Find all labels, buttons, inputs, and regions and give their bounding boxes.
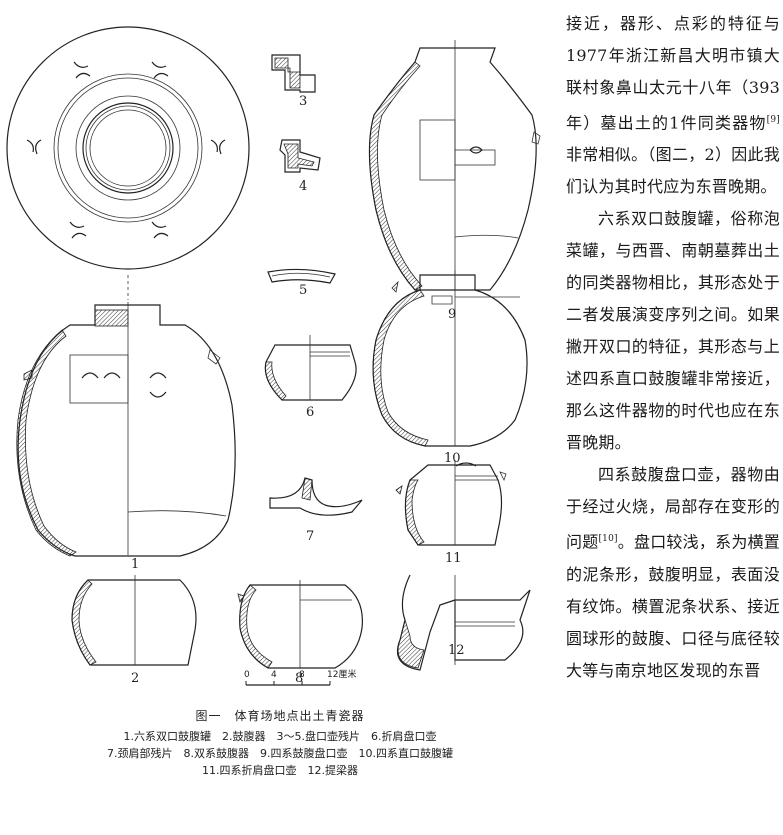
pot-8-profile (237, 580, 363, 669)
body-text-column: 接近，器形、点彩的特征与1977年浙江新昌大明市镇大联村象鼻山太元十八年（393… (566, 8, 780, 687)
vessel-12-profile (396, 574, 531, 671)
paragraph-1-part-1: 接近，器形、点彩的特征与1977年浙江新昌大明市镇大联村象鼻山太元十八年（393… (566, 14, 780, 133)
fragment-7 (269, 477, 363, 516)
jar-1-plan-view (6, 26, 250, 270)
paragraph-1-part-2: 非常相似。（图二，2）因此我们认为其时代应为东晋晚期。 (566, 145, 780, 197)
figure-number-5: 5 (299, 283, 307, 298)
reference-9[interactable]: [9] (766, 115, 780, 125)
paragraph-3: 四系鼓腹盘口壶，器物由于经过火烧，局部存在变形的问题[10]。盘口较浅，系为横置… (566, 459, 780, 686)
figure-number-2: 2 (131, 671, 139, 686)
pot-9-profile (368, 40, 541, 291)
pot-10-profile (372, 270, 528, 447)
scale-tick-0: 0 (244, 670, 250, 680)
reference-10[interactable]: [10] (598, 534, 618, 545)
fragment-5 (267, 268, 336, 284)
figure-number-1: 1 (131, 557, 139, 572)
figure-caption-line-1: 1.六系双口鼓腹罐 2.鼓腹器 3～5.盘口壶残片 6.折肩盘口壶 (123, 730, 437, 743)
pot-2-profile (71, 575, 197, 666)
figure-caption-title: 图一 体育场地点出土青瓷器 (195, 709, 365, 723)
scale-bar: 0 4 8 12厘米 (244, 668, 356, 686)
pot-6-profile (264, 335, 357, 401)
figure-number-8: 8 (295, 671, 303, 686)
figure-caption-line-3: 11.四系折肩盘口壶 12.提梁器 (202, 764, 358, 777)
paragraph-3-part-1: 四系鼓腹盘口壶，器物由于经过火烧，局部存在变形的问题 (566, 465, 780, 552)
pot-11-profile (395, 460, 507, 546)
figure-number-7: 7 (306, 529, 314, 544)
jar-1-profile (16, 275, 236, 557)
fragment-3 (271, 54, 316, 93)
figure-number-4: 4 (299, 179, 307, 194)
figure-number-12: 12 (448, 643, 465, 658)
figure-drawings: 0 4 8 12厘米 3 4 5 9 6 10 7 11 1 2 8 12 (6, 26, 541, 686)
scale-tick-12: 12厘米 (327, 668, 356, 680)
fragment-4 (279, 139, 321, 173)
paragraph-3-part-2: 。盘口较浅，系为横置的泥条形，鼓腹明显，表面没有纹饰。横置泥条状系、接近圆球形的… (566, 532, 780, 680)
scale-tick-4: 4 (271, 670, 277, 680)
figure-number-9: 9 (448, 307, 456, 322)
paragraph-2: 六系双口鼓腹罐，俗称泡菜罐，与西晋、南朝墓葬出土的同类器物相比，其形态处于二者发… (566, 209, 780, 453)
figure-number-11: 11 (445, 551, 462, 566)
figure-number-6: 6 (306, 405, 314, 420)
scale-tick-8: 8 (299, 670, 305, 680)
paragraph-1: 接近，器形、点彩的特征与1977年浙江新昌大明市镇大联村象鼻山太元十八年（393… (566, 8, 780, 203)
figure-number-10: 10 (444, 451, 461, 466)
figure-number-3: 3 (299, 94, 307, 109)
figure-caption-line-2: 7.颈肩部残片 8.双系鼓腹器 9.四系鼓腹盘口壶 10.四系直口鼓腹罐 (107, 747, 453, 760)
